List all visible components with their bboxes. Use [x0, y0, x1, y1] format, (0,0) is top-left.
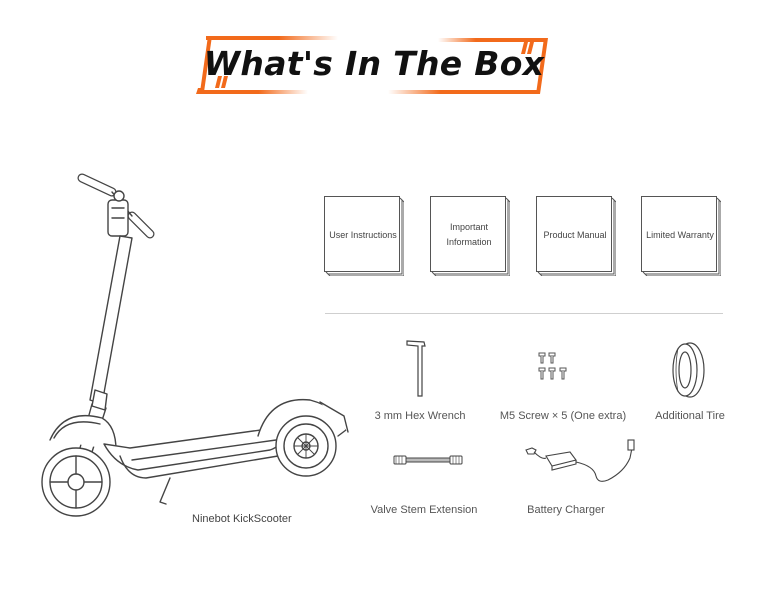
booklet-label: User Instructions: [329, 229, 397, 240]
valve-stem-icon: [393, 455, 463, 465]
booklet-product-manual: Product Manual: [536, 196, 616, 276]
scooter-illustration: [20, 160, 360, 530]
whats-in-the-box-banner: What's In The Box: [188, 30, 560, 102]
booklet-label: Limited Warranty: [646, 229, 714, 240]
tire-label: Additional Tire: [655, 410, 725, 422]
page-title: What's In The Box: [203, 44, 545, 83]
screw-icon: [538, 352, 567, 380]
hex-wrench-label: 3 mm Hex Wrench: [374, 410, 466, 422]
booklet-label: Important Information: [446, 222, 492, 247]
hex-wrench-icon: [406, 340, 426, 397]
section-divider: [325, 313, 723, 314]
battery-charger-icon: [525, 439, 635, 482]
booklet-label: Product Manual: [543, 229, 607, 240]
valve-stem-label: Valve Stem Extension: [370, 504, 478, 516]
booklet-important-information: Important Information: [430, 196, 510, 276]
booklet-icon: [324, 196, 404, 276]
booklet-icon: [536, 196, 616, 276]
booklet-limited-warranty: Limited Warranty: [641, 196, 721, 276]
tire-icon: [672, 342, 705, 398]
booklet-user-instructions: User Instructions: [324, 196, 404, 276]
scooter-icon: [41, 173, 349, 517]
screws-label: M5 Screw × 5 (One extra): [499, 410, 627, 422]
scooter-label: Ninebot KickScooter: [192, 513, 292, 525]
booklet-icon: [430, 196, 510, 276]
booklet-icon: [641, 196, 721, 276]
banner-frame-icon: [196, 36, 548, 94]
battery-charger-label: Battery Charger: [527, 504, 605, 516]
